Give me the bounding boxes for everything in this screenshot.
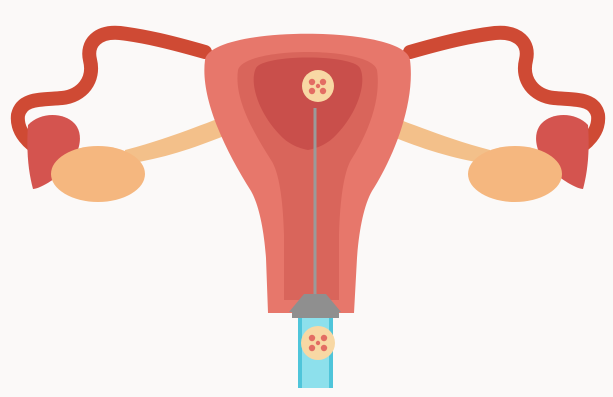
syringe-top-band (292, 312, 339, 318)
syringe-edge-left (298, 318, 302, 388)
left-ovary (51, 146, 145, 202)
right-ovarian-ligament (391, 118, 490, 164)
right-ovary (468, 146, 562, 202)
left-ovarian-ligament (125, 118, 224, 164)
